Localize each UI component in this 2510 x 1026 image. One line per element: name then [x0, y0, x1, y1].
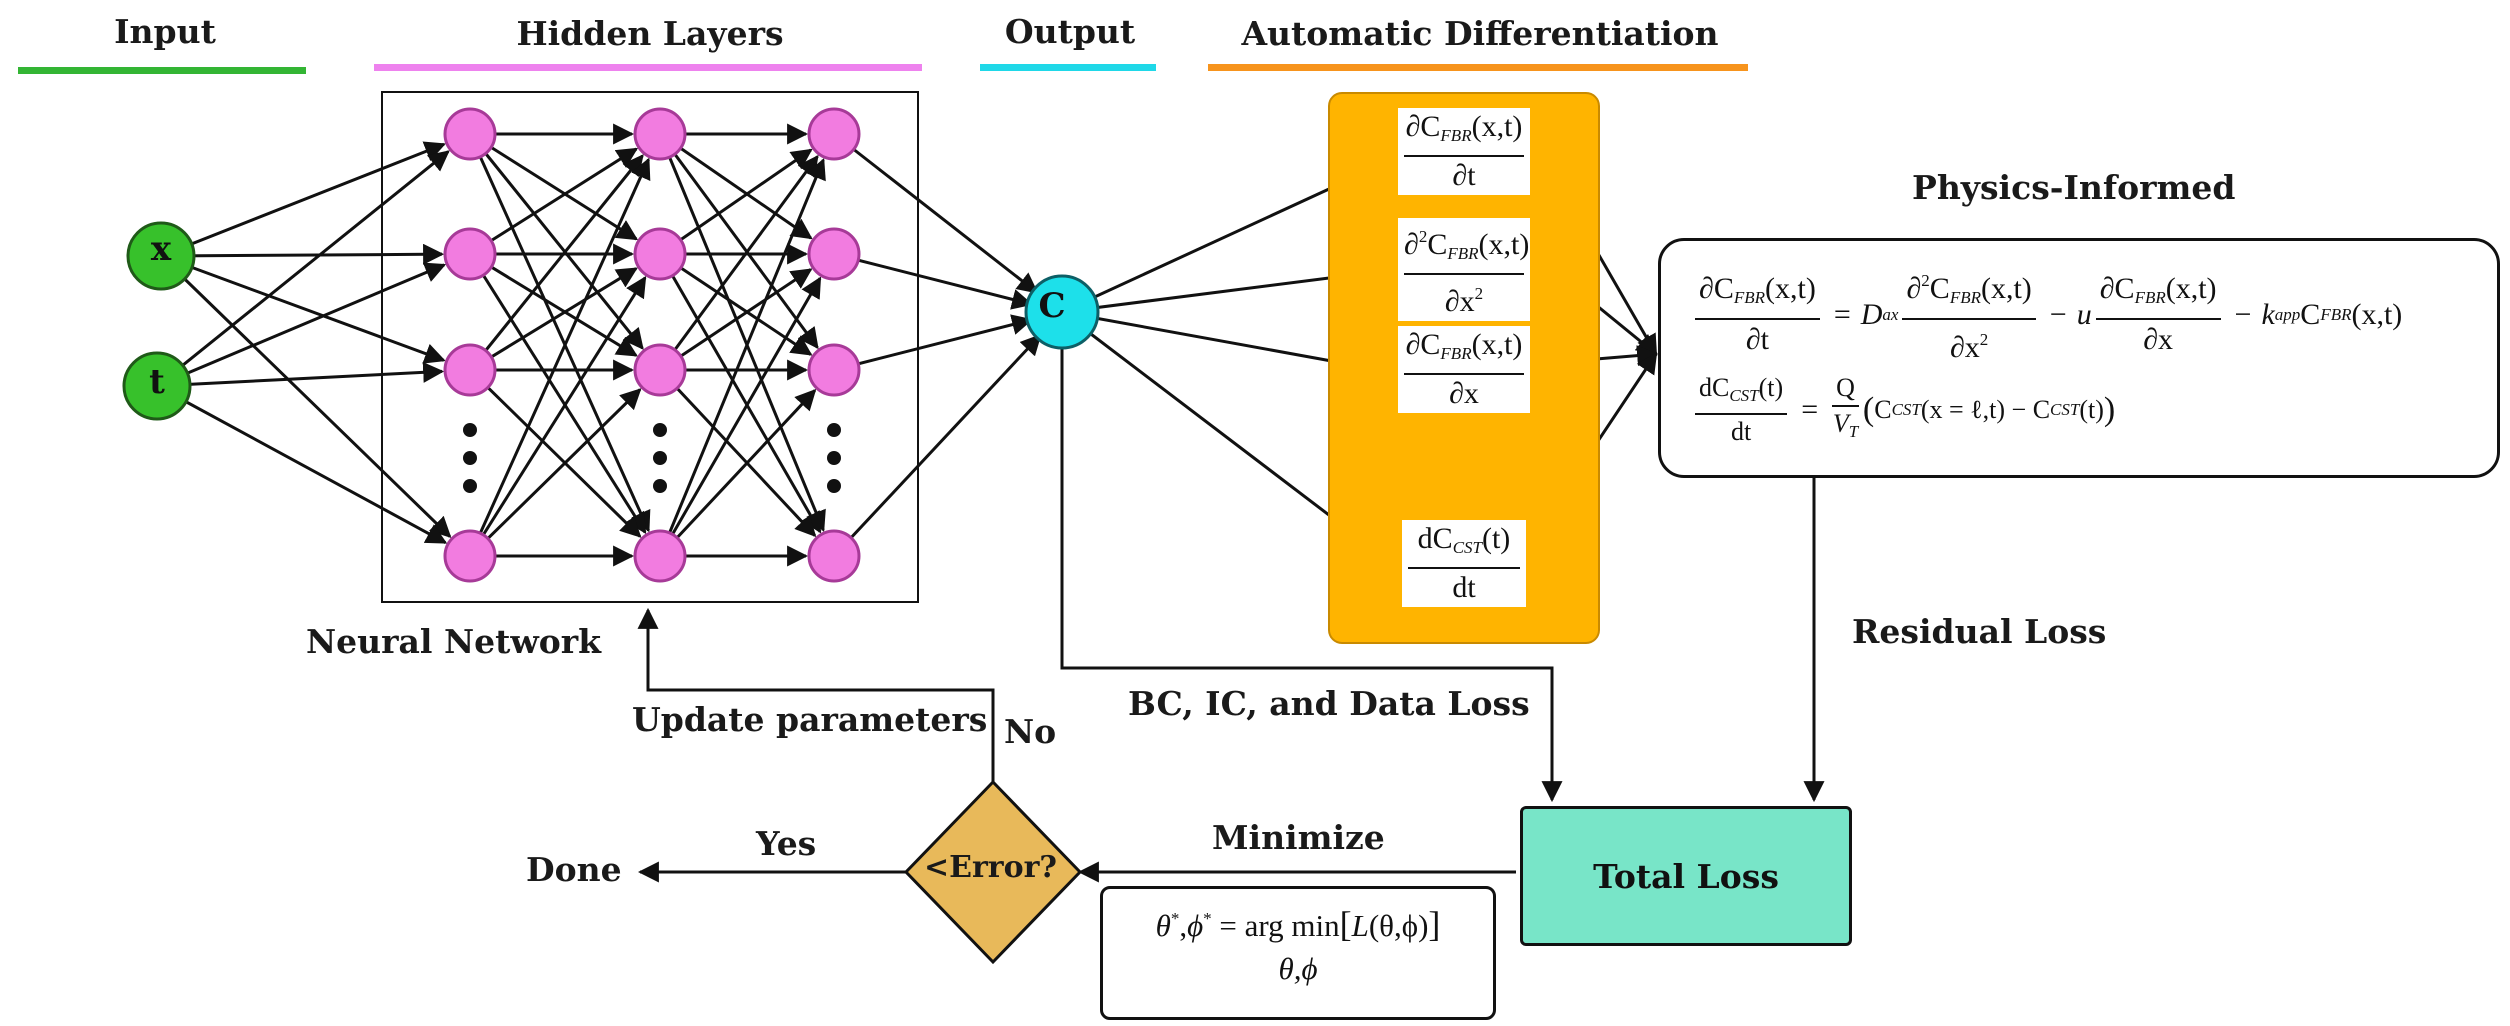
no-caption: No [1004, 712, 1057, 751]
hidden-node-layer-2 [633, 227, 687, 281]
input-edge [160, 243, 445, 265]
header-output: Output [1004, 12, 1136, 51]
input-header-bar [18, 67, 306, 74]
error-check-diamond [903, 779, 1083, 965]
hidden-edge [658, 133, 826, 533]
hidden-header-bar [374, 64, 922, 71]
hidden-node-layer-3 [807, 227, 861, 281]
hidden-edge [658, 154, 819, 371]
hidden-edge [658, 157, 826, 557]
argmin-objective-box: θ*,ϕ* = arg min[L(θ,ϕ)] θ,ϕ [1100, 886, 1496, 1020]
network-nodes [122, 107, 1100, 583]
hidden-edge [659, 148, 813, 256]
hidden-edge [468, 154, 644, 371]
hidden-edge [658, 276, 822, 557]
hidden-edge [468, 368, 642, 538]
update-parameters-arrow [637, 607, 995, 782]
output-edge [833, 314, 1034, 372]
output-node-c [1024, 274, 1100, 350]
hidden-edge [658, 368, 817, 538]
yes-caption: Yes [756, 824, 817, 863]
hidden-node-layer-1 [443, 529, 497, 583]
hidden-node-layer-2 [633, 343, 687, 397]
output-c-label: C [1038, 286, 1066, 326]
header-input: Input [114, 12, 216, 51]
input-edge [156, 384, 448, 544]
hidden-edge [468, 253, 647, 535]
output-edge [833, 252, 1034, 310]
hidden-ellipsis [463, 423, 841, 493]
derivative-dc-fbr-dt: ∂CFBR(x,t) ∂t [1398, 108, 1530, 195]
update-parameters-caption: Update parameters [632, 700, 988, 739]
network-connections [156, 123, 1042, 567]
done-caption: Done [526, 850, 622, 889]
input-node-x [126, 221, 196, 291]
input-edge [156, 150, 450, 388]
physics-informed-caption: Physics-Informed [1912, 168, 2236, 207]
hidden-node-layer-1 [443, 227, 497, 281]
hidden-edge [468, 388, 642, 558]
hidden-node-layer-3 [807, 343, 861, 397]
output-edge [832, 333, 1042, 558]
input-edge [159, 254, 452, 538]
input-edge [160, 254, 446, 364]
hidden-edge [468, 133, 644, 350]
derivative-dc-fbr-dx: ∂CFBR(x,t) ∂x [1398, 326, 1530, 413]
hidden-node-layer-3 [807, 529, 861, 583]
hidden-edge [469, 267, 638, 372]
hidden-edge [469, 132, 639, 241]
hidden-edge [468, 133, 651, 533]
residual-loss-caption: Residual Loss [1852, 612, 2107, 651]
hidden-edge [658, 388, 817, 558]
hidden-node-layer-2 [633, 529, 687, 583]
minimize-caption: Minimize [1212, 818, 1385, 857]
total-loss-box: Total Loss [1520, 806, 1852, 946]
bc-ic-data-loss-caption: BC, IC, and Data Loss [1128, 684, 1530, 723]
hidden-edge [659, 268, 813, 372]
input-x-label: x [150, 229, 172, 269]
neural-network-caption: Neural Network [306, 622, 602, 661]
input-t-label: t [149, 362, 165, 402]
input-edge [160, 141, 446, 258]
hidden-node-layer-1 [443, 343, 497, 397]
hidden-edge [468, 157, 651, 557]
hidden-edge [658, 133, 819, 350]
auto-diff-header-bar [1208, 64, 1748, 71]
header-hidden-layers: Hidden Layers [516, 14, 784, 53]
hidden-node-layer-3 [807, 107, 861, 161]
header-automatic-differentiation: Automatic Differentiation [1241, 14, 1719, 53]
hidden-node-layer-2 [633, 107, 687, 161]
hidden-edge [468, 275, 647, 557]
output-edge [833, 132, 1039, 294]
hidden-node-layer-1 [443, 107, 497, 161]
input-edge [156, 361, 445, 388]
input-edge [156, 262, 447, 388]
input-node-t [122, 351, 192, 421]
hidden-edge [658, 253, 822, 534]
hidden-edge [469, 147, 639, 256]
bc-ic-data-loss-arrow [1060, 340, 1563, 803]
neural-network-frame [381, 91, 919, 603]
hidden-edge [659, 132, 813, 240]
derivative-dc-cst-dt: dCCST(t) dt [1402, 520, 1526, 607]
output-header-bar [980, 64, 1156, 71]
error-check-label: <Error? [924, 850, 1058, 885]
derivative-d2c-fbr-dx2: ∂2CFBR(x,t) ∂x2 [1398, 218, 1530, 321]
